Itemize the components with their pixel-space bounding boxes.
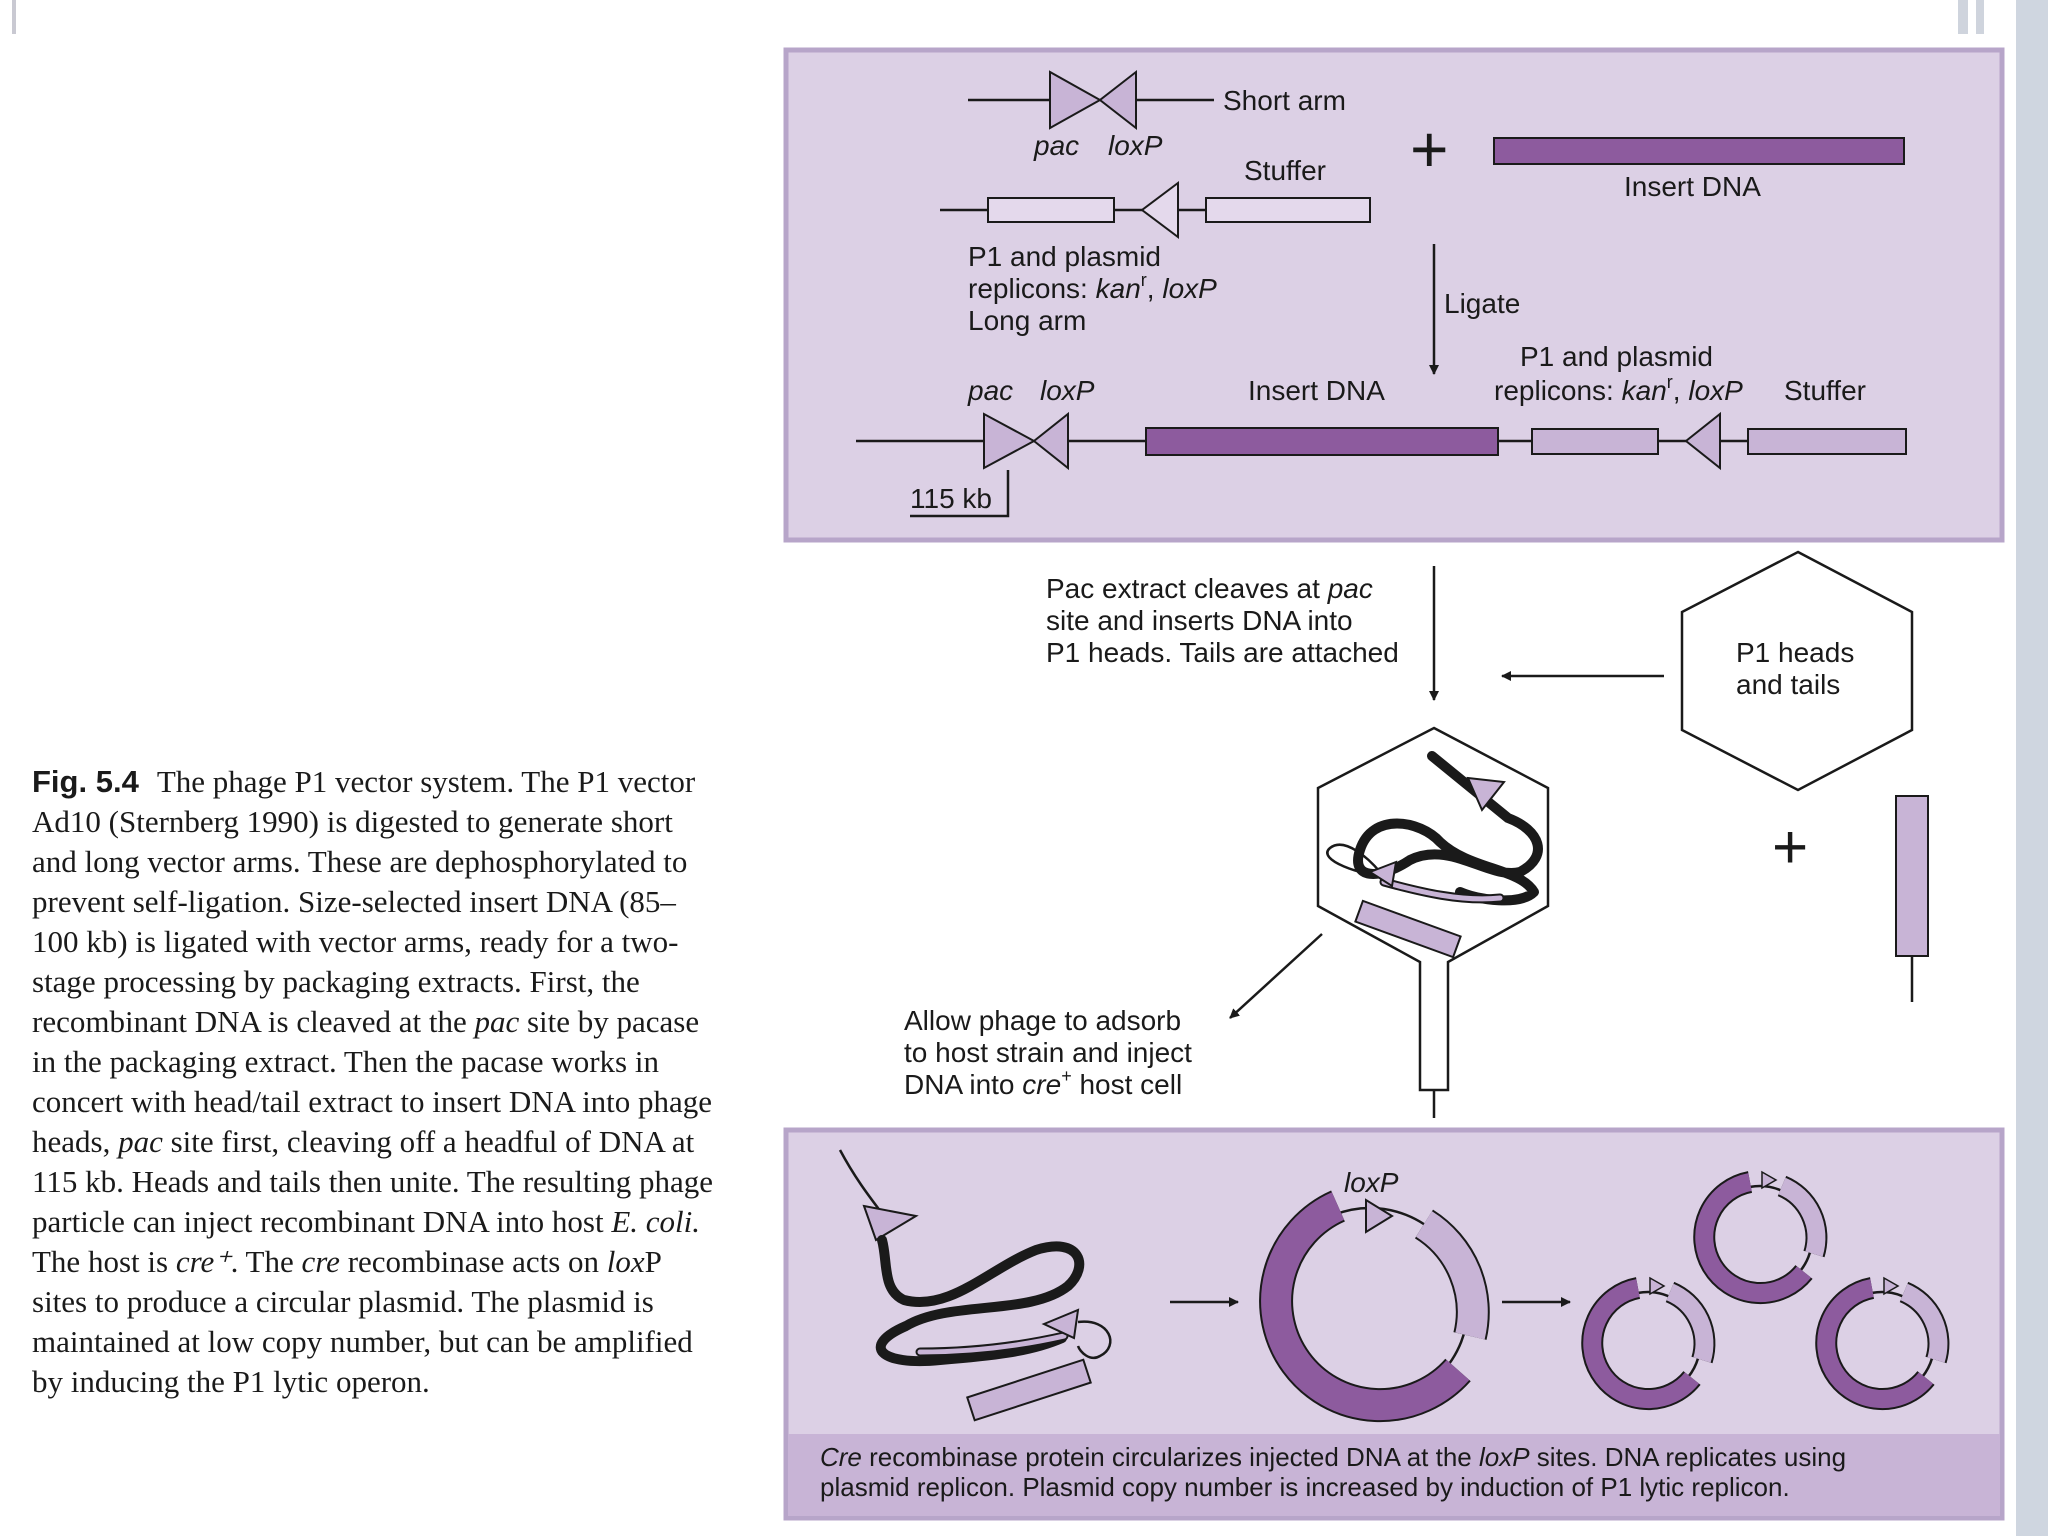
injected-dna [838, 1149, 1112, 1422]
pac-extract-line1: Pac extract cleaves at pac [1046, 573, 1373, 604]
figure-number: Fig. 5.4 [32, 764, 139, 799]
pac-extract-line2: site and inserts DNA into [1046, 605, 1353, 636]
caption-segment: recombinase acts on [339, 1244, 607, 1279]
injected-tail-piece [966, 1358, 1092, 1422]
ligate-label: Ligate [1444, 288, 1520, 319]
injected-dna-marker-1 [862, 1204, 919, 1242]
p1-tail-bar [1895, 795, 1929, 957]
bottom-caption-band [788, 1434, 2000, 1516]
long-arm-label: Long arm [968, 305, 1086, 336]
bottom-caption-line1: Cre recombinase protein circularizes inj… [820, 1442, 1846, 1472]
packaging-step: Pac extract cleaves at pac site and inse… [904, 550, 1929, 1118]
p1-head-hexagon [1680, 550, 1914, 792]
phage-dna-marker-1 [1466, 776, 1506, 812]
caption-segment: . The [230, 1244, 302, 1279]
product-loxp-label: loxP [1040, 375, 1095, 406]
adsorb-line1: Allow phage to adsorb [904, 1005, 1181, 1036]
packaged-dna-coil [1353, 751, 1543, 906]
phage-tail-piece [1354, 899, 1462, 959]
caption-segment: lox [606, 1244, 645, 1279]
p1-replicon-bar [987, 197, 1115, 223]
right-edge-strip [2016, 0, 2048, 1536]
heads-tails-line2: and tails [1736, 669, 1840, 700]
right-edge-bar-2 [1976, 0, 1984, 34]
caption-segment: pac [118, 1124, 163, 1159]
p1-replicons-line2: replicons: kanr, loxP [968, 270, 1217, 304]
adsorb-arrow [1229, 933, 1323, 1019]
bottom-panel: loxP [783, 1127, 2005, 1521]
product-pac-marker [983, 412, 1037, 470]
assembled-phage [1316, 726, 1550, 1118]
pac-site-marker [1049, 70, 1103, 130]
loxp-label: loxP [1108, 130, 1163, 161]
caption-segment: site first, cleaving off a headful of DN… [32, 1124, 713, 1239]
stuffer-bar [1205, 197, 1371, 223]
large-plasmid-loxp-marker [1365, 1198, 1394, 1234]
long-arm: Stuffer P1 and plasmid replicons: kanr, … [940, 155, 1371, 336]
caption-segment: E. coli. [611, 1204, 701, 1239]
pac-extract-line3: P1 heads. Tails are attached [1046, 637, 1399, 668]
right-edge-bar-1 [1958, 0, 1968, 34]
circular-plasmid-small-2 [1693, 1170, 1828, 1305]
pac-label: pac [1033, 130, 1079, 161]
product-replicons-line1: P1 and plasmid [1520, 341, 1713, 372]
phage-dna-marker-2 [1367, 860, 1398, 888]
headful-bracket [910, 470, 1010, 518]
left-edge-bar [12, 0, 16, 34]
caption-segment: The host is [32, 1244, 176, 1279]
product-insert-bar [1145, 427, 1499, 456]
circular-plasmid-small-3 [1815, 1276, 1950, 1411]
product-replicons-line2: replicons: kanr, loxP [1494, 372, 1743, 406]
injected-dna-coil [875, 1235, 1085, 1366]
caption-segment: site by pacase in the packaging extract.… [32, 1004, 713, 1159]
caption-segment: The phage P1 vector system. The P1 vecto… [32, 764, 696, 1039]
product-stuffer-label: Stuffer [1784, 375, 1866, 406]
short-arm-label: Short arm [1223, 85, 1346, 116]
product-insert-label: Insert DNA [1248, 375, 1385, 406]
circular-plasmid-large [1259, 1190, 1490, 1423]
adsorb-line3: DNA into cre+ host cell [904, 1066, 1182, 1100]
injected-dna-marker-2 [1041, 1308, 1080, 1340]
circle-loxp-label: loxP [1344, 1167, 1399, 1198]
ligated-construct: 115 kb [856, 411, 1907, 518]
caption-segment: cre [301, 1244, 340, 1279]
phage-head-and-tail [1316, 726, 1550, 1092]
top-panel: Short arm pac loxP + Insert DNA Stuffer … [783, 47, 2005, 543]
product-pac-label: pac [967, 375, 1013, 406]
heads-tails-line1: P1 heads [1736, 637, 1854, 668]
headful-size-label: 115 kb [910, 483, 992, 514]
plus-sign-top: + [1410, 112, 1449, 186]
circular-plasmid-small-1 [1581, 1276, 1716, 1411]
bottom-caption-line2: plasmid replicon. Plasmid copy number is… [820, 1472, 1790, 1502]
insert-dna-bar [1493, 137, 1905, 165]
insert-dna-label: Insert DNA [1624, 171, 1761, 202]
plus-sign-middle: + [1772, 813, 1808, 882]
product-stuffer-bar [1747, 428, 1907, 455]
short-arm: Short arm pac loxP [968, 69, 1346, 161]
caption-segment: P sites to produce a circular plasmid. T… [32, 1244, 693, 1399]
p1-replicons-line1: P1 and plasmid [968, 241, 1161, 272]
caption-segment: cre⁺ [175, 1244, 231, 1279]
caption-segment: pac [474, 1004, 520, 1039]
adsorb-line2: to host strain and inject [904, 1037, 1192, 1068]
product-replicon-bar [1531, 428, 1659, 455]
stuffer-label: Stuffer [1244, 155, 1326, 186]
